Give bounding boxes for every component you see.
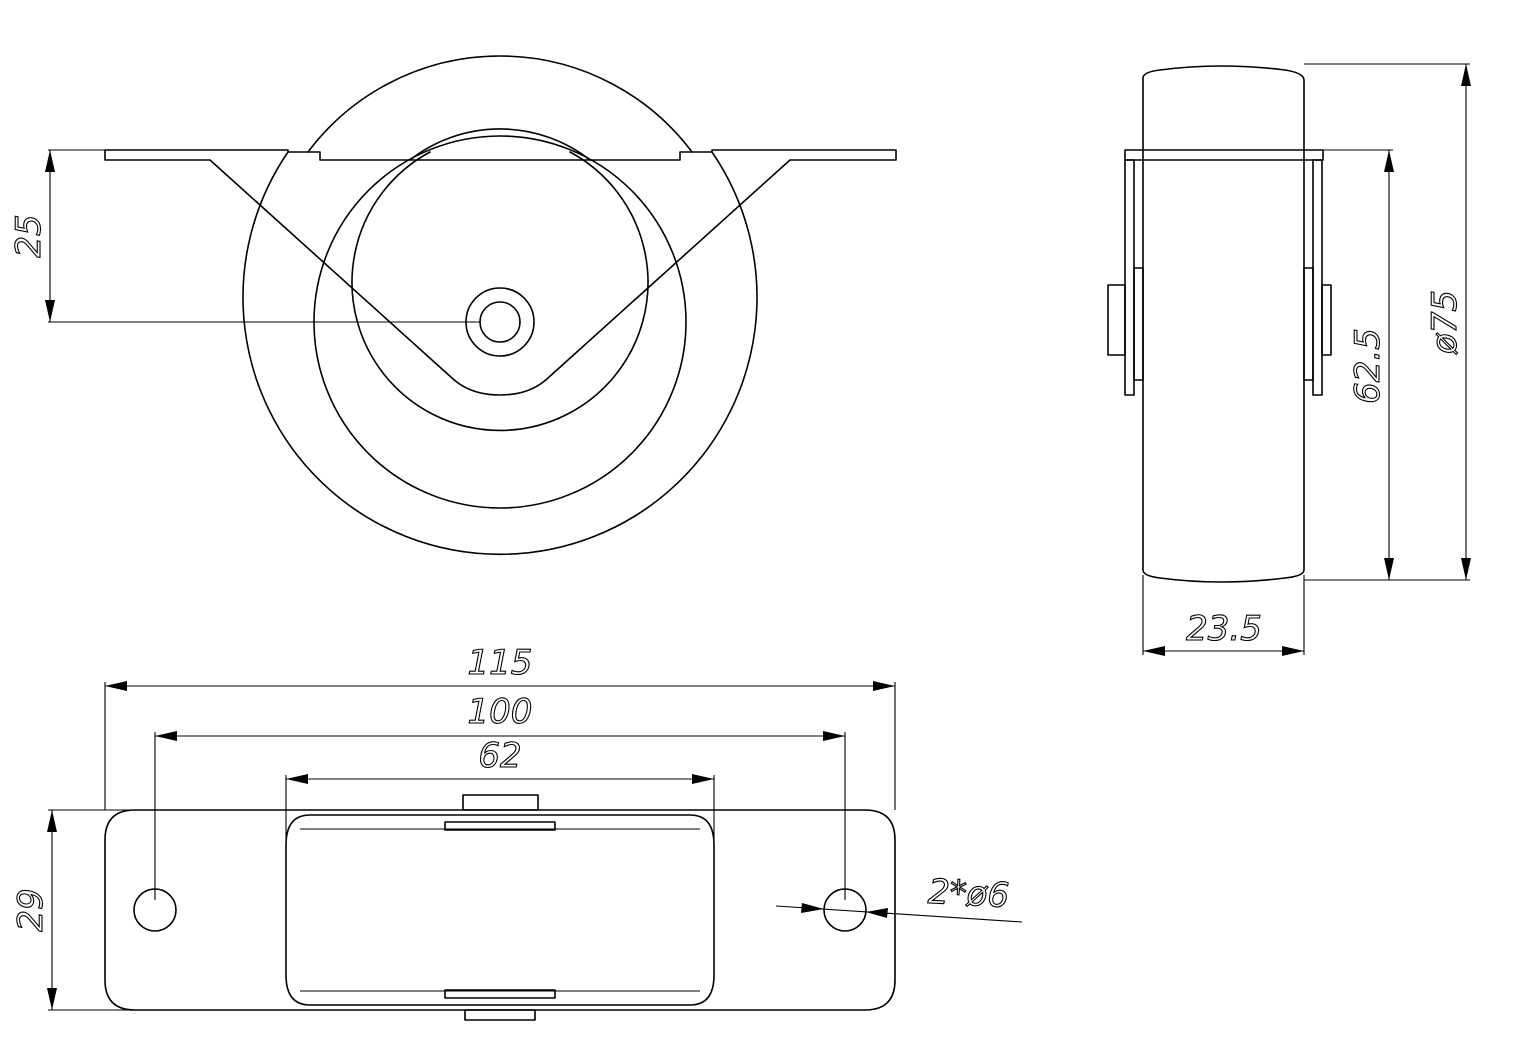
side-wheel-outline [1142, 65, 1305, 583]
dim-wheel-diameter-label: ø75 [1425, 290, 1465, 355]
dim-overall-width: 115 [104, 642, 896, 810]
axle-band-bottom [444, 989, 556, 999]
wheel-outer-arc [242, 151, 758, 556]
top-view [104, 794, 896, 1021]
side-fork-left [1124, 159, 1135, 396]
dim-hole-spacing-label: 100 [468, 692, 533, 732]
side-hub-left [1133, 267, 1144, 381]
axle-nut-top [462, 794, 539, 811]
dim-wheel-span: 62 [285, 735, 715, 840]
axle-nut-bottom [464, 1009, 536, 1021]
wheel-outer-top-arc [307, 55, 693, 153]
side-top-plate [1124, 149, 1324, 161]
dim-mount-height: 25 [8, 149, 480, 323]
dim-overall-width-label: 115 [468, 643, 533, 683]
side-axle-left [1107, 284, 1126, 356]
dim-mount-height-label: 25 [9, 214, 49, 257]
axle-band-top [444, 821, 556, 831]
side-hub-right [1303, 267, 1314, 381]
dim-wheel-diameter: ø75 [1304, 63, 1471, 581]
wheel-top-outline [285, 814, 715, 1006]
hub-ring-inner-top [409, 128, 591, 161]
dim-wheel-span-label: 62 [478, 736, 521, 776]
dim-plate-depth-label: 29 [11, 888, 51, 931]
dim-wheel-width-label: 23.5 [1186, 609, 1262, 649]
side-view [1107, 65, 1332, 583]
base-plate-outline [104, 809, 896, 1011]
dim-holes-label: 2*ø6 [927, 872, 1010, 916]
dim-wheel-width: 23.5 [1142, 575, 1305, 656]
dim-holes: 2*ø6 [775, 871, 1023, 923]
side-axle-right [1321, 284, 1332, 356]
axle-hole [479, 301, 521, 343]
side-fork-right [1312, 159, 1323, 396]
mounting-plate-top[interactable] [104, 149, 897, 396]
dim-axle-height-label: 62.5 [1348, 328, 1388, 404]
dim-hole-spacing: 100 [154, 691, 846, 900]
dim-axle-height: 62.5 [1304, 149, 1394, 581]
dim-plate-depth: 29 [10, 809, 135, 1011]
front-view [104, 55, 897, 556]
hub-ring-inner-arc [351, 151, 649, 432]
